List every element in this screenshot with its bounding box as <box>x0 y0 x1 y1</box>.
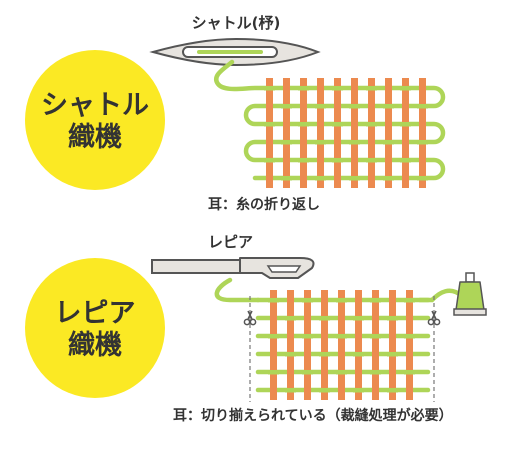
rapier-badge-line2: 織機 <box>68 330 122 361</box>
shuttle-section: シャトル 織機 シャトル(杼) <box>25 14 446 213</box>
rapier-selvedge-label: 耳：切り揃えられている（裁縫処理が必要） <box>173 407 453 424</box>
rapier-weave <box>270 290 413 400</box>
shuttle-weave <box>214 59 446 188</box>
yarn-cone-icon <box>453 272 487 316</box>
scissors-icon <box>427 310 441 326</box>
shuttle-tool-label: シャトル(杼) <box>192 14 281 32</box>
shuttle-weft-thread <box>214 59 446 181</box>
shuttle-loom-badge <box>25 50 165 190</box>
rapier-loom-badge <box>25 258 165 398</box>
rapier-icon <box>151 257 315 279</box>
scissors-icon <box>243 310 257 326</box>
shuttle-selvedge-label: 耳：糸の折り返し <box>208 196 320 213</box>
rapier-tool-label: レピア <box>208 233 253 251</box>
shuttle-badge-line2: 織機 <box>68 122 122 153</box>
shuttle-icon <box>149 37 321 67</box>
shuttle-badge-line1: シャトル <box>41 90 149 121</box>
rapier-weft-thread <box>214 277 261 303</box>
rapier-badge-line1: レピア <box>55 298 136 329</box>
rapier-section: レピア 織機 レピア <box>25 233 487 424</box>
